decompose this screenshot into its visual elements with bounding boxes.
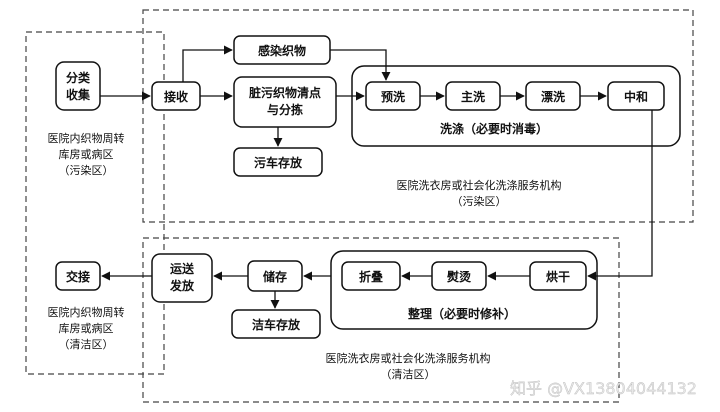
wash-group-label: 洗涤（必要时消毒） [440,121,548,136]
region-hospital-clean-label-2: 库房或病区 [59,321,114,335]
wash-group-box [351,65,681,147]
finish-group-label: 整理（必要时修补） [407,306,516,321]
region-laundry-dirty-label-1: 医院洗衣房或社会化洗涤服务机构 [397,178,562,192]
watermark-text: 知乎 @VX13804044132 [510,379,697,398]
region-hospital-clean-label-3: （清洁区） [59,338,114,351]
store-label: 储存 [263,269,287,284]
dirty-sort-label-1: 脏污织物清点 [249,85,321,100]
region-hospital-dirty-label-1: 医院内织物周转 [48,131,125,145]
iron-label: 熨烫 [447,269,472,284]
arrow-infected-to-prewash [330,49,391,81]
region-hospital-dirty-label-3: （污染区） [59,163,114,177]
region-laundry-clean-label-2: （清洁区） [381,368,436,381]
sort-collect-label-1: 分类 [66,70,91,85]
region-laundry-dirty-label-2: （污染区） [452,194,507,208]
infected-fabric-label: 感染织物 [258,43,306,58]
prewash-label: 预洗 [381,89,405,104]
transport-box [151,253,213,303]
handover-box [55,261,101,291]
arrow-receive-to-infected [182,45,233,82]
fold-box [341,261,401,291]
neutralize-label: 中和 [624,89,648,104]
sort-collect-box [55,61,101,111]
rinse-label: 漂洗 [541,89,565,104]
clean-cart-box [231,309,321,339]
transport-label-2: 发放 [169,278,195,293]
region-hospital-clean-label-1: 医院内织物周转 [48,305,125,319]
handover-label: 交接 [66,269,90,284]
finish-group-box [330,250,598,330]
dry-label: 烘干 [546,269,570,284]
dirty-cart-box [233,147,323,177]
neutralize-box [607,81,665,111]
sort-collect-label-2: 收集 [66,87,91,102]
region-laundry-clean-label-1: 医院洗衣房或社会化洗涤服务机构 [326,351,491,365]
clean-cart-label: 洁车存放 [252,317,301,332]
mainwash-label: 主洗 [461,89,485,104]
transport-label-1: 运送 [170,261,195,276]
region-laundry-dirty-boundary [142,9,694,223]
dirty-cart-label: 污车存放 [254,155,303,170]
fold-label: 折叠 [359,269,383,284]
dirty-sort-label-2: 与分拣 [267,102,303,117]
arrow-neutralize-to-dry [587,110,653,281]
region-hospital-dirty-label-2: 库房或病区 [59,147,114,161]
receive-label: 接收 [164,89,188,104]
dirty-sort-box [233,76,337,128]
